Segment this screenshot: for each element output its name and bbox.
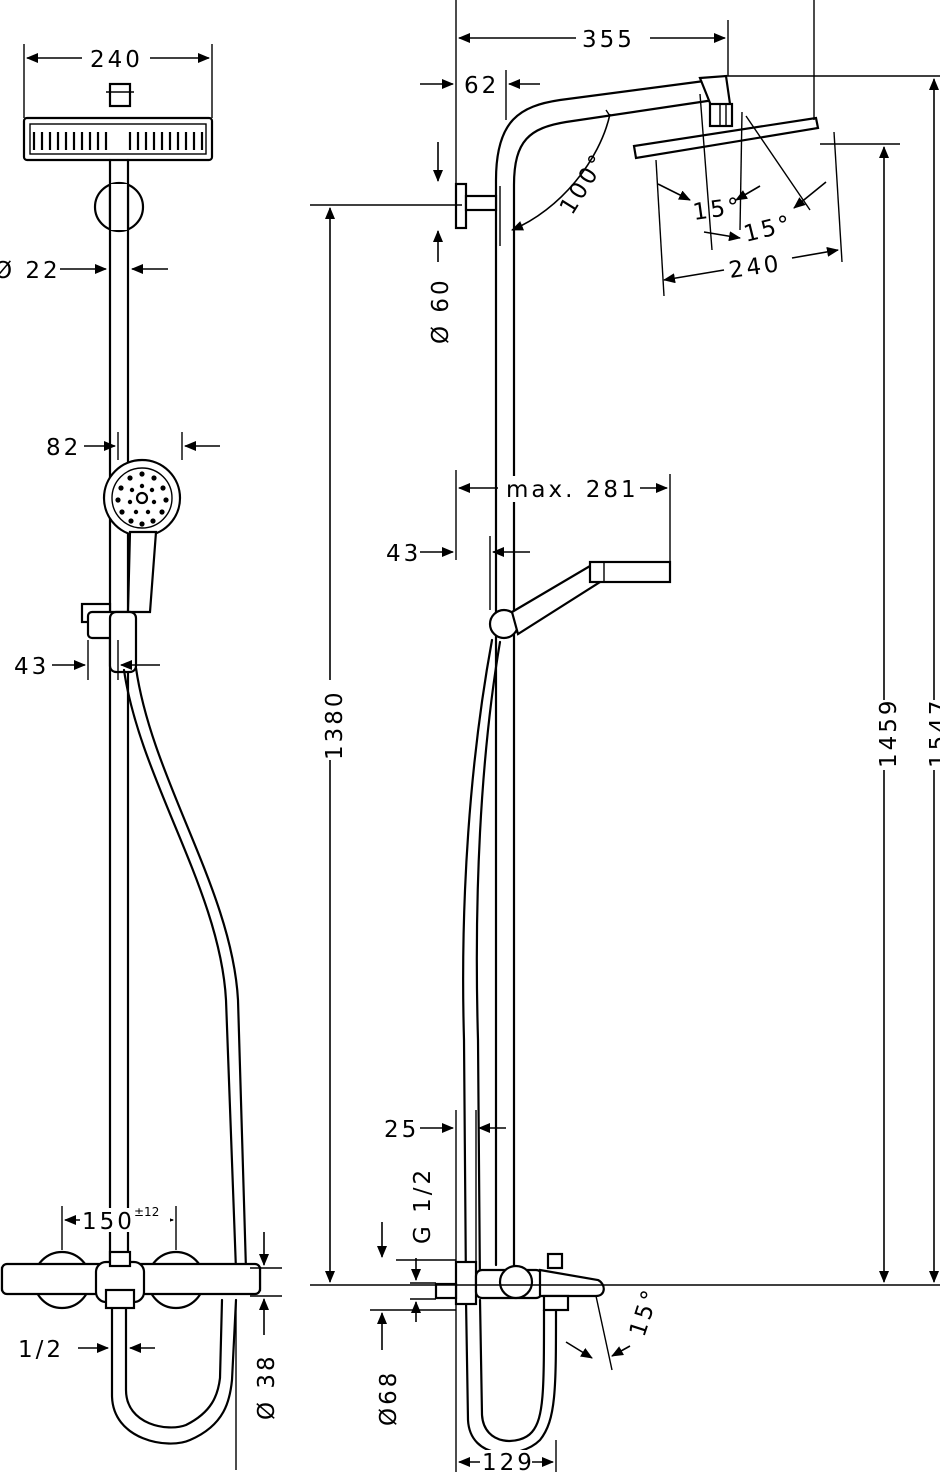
side-thermostat-mixer [434,1252,605,1312]
label-arm-length: 355 [582,27,635,53]
label-total-1459: 1459 [876,697,902,768]
label-spout-angle: 15° [625,1284,665,1339]
side-view [310,0,940,1472]
label-rod-diameter: Ø 22 [0,258,61,284]
side-hose [462,638,558,1455]
front-view [0,44,282,1470]
label-total-1380: 1380 [322,689,348,760]
front-overhead-shower [22,82,214,162]
label-spout-projection: 129 [482,1450,535,1472]
label-wall-bracket-diameter: Ø 60 [428,277,454,344]
front-hose [110,666,248,1445]
front-thermostat-mixer [0,1250,262,1310]
label-head-tilt-b: 15° [741,211,796,248]
label-mixer-diameter: Ø 38 [254,1353,280,1420]
label-escutcheon-diameter: Ø68 [376,1370,402,1426]
front-dimensions [23,44,282,1470]
side-riser-and-arm [454,74,734,1267]
side-hand-shower [488,560,672,640]
label-mixer-spacing-tolerance: ±12 [134,1205,159,1219]
label-mixer-spacing: 150 [82,1209,135,1235]
label-connection-front: 1/2 [18,1337,64,1363]
front-hand-shower [80,458,182,674]
label-arm-angle: 100° [555,148,613,219]
label-head-width-front: 240 [90,47,143,73]
label-total-1547: 1547 [926,697,940,768]
label-holder-offset-front: 43 [14,654,49,680]
label-head-width-side: 240 [727,251,783,284]
label-wall-distance: 25 [384,1117,419,1143]
front-riser-rod [93,158,145,1267]
label-thread: G 1/2 [410,1167,436,1244]
side-overhead-shower [632,0,820,160]
label-hand-shower-width: 82 [46,435,81,461]
label-arm-offset: 62 [464,73,499,99]
side-dimensions [310,20,940,1472]
label-max-reach: max. 281 [506,477,639,503]
label-head-tilt-a: 15° [691,193,744,226]
dimension-labels: 240 Ø 22 82 43 150 ±12 1/2 Ø 38 355 62 1… [0,25,940,1472]
label-holder-offset-side: 43 [386,541,421,567]
